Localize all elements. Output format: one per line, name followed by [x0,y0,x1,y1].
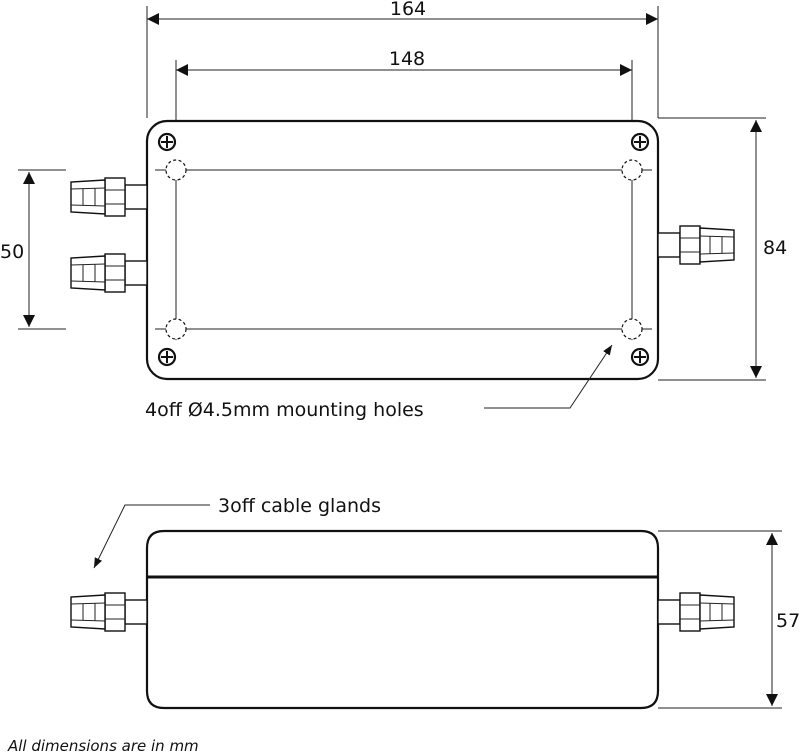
dimension-gland-spacing: 50 [0,241,24,263]
cable-gland [657,225,735,265]
dimension-hole-spacing: 148 [389,48,425,70]
cable-gland [70,253,148,293]
mounting-holes-leader [484,344,613,409]
cable-gland [70,592,148,632]
lid-screw [157,347,177,367]
mounting-hole [165,159,187,181]
units-footnote: All dimensions are in mm [7,737,199,755]
cable-glands-callout: 3off cable glands [218,495,381,517]
mounting-hole [165,318,187,340]
enclosure-top-outline [145,119,660,381]
cable-gland [657,592,735,632]
top-view: 164 148 50 [0,0,787,421]
dimension-overall-width: 164 [390,0,426,20]
dimension-height: 57 [776,610,800,632]
lid-screw [630,347,650,367]
mounting-hole [621,159,643,181]
cable-gland [70,177,148,217]
side-view: 3off cable glands 57 [70,495,800,710]
mounting-holes-callout: 4off Ø4.5mm mounting holes [145,399,424,421]
cable-glands-leader [93,504,210,569]
lid-screw [157,132,177,152]
enclosure-side-outline [145,529,660,710]
dimension-overall-depth: 84 [763,237,787,259]
mounting-hole [621,318,643,340]
lid-screw [630,132,650,152]
